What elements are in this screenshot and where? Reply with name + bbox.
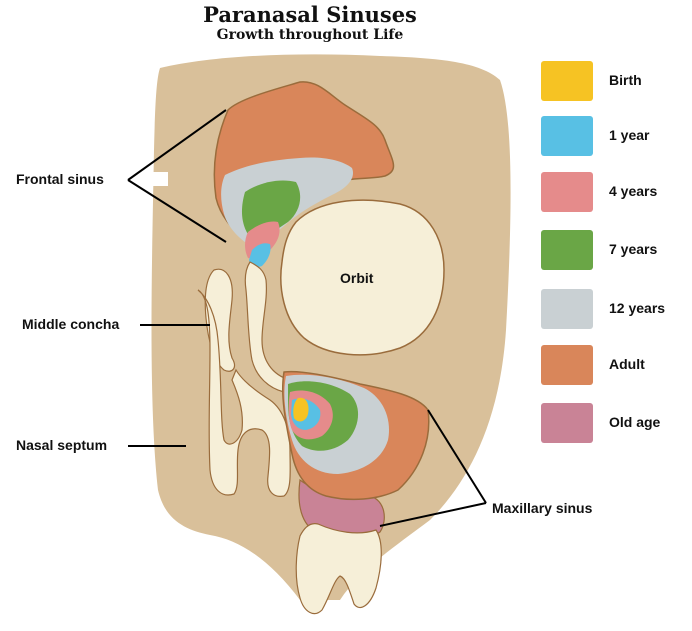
legend-label: Birth	[609, 72, 642, 88]
legend-swatch	[541, 172, 593, 212]
diagram-subtitle: Growth throughout Life	[216, 27, 404, 43]
label-middle-concha: Middle concha	[22, 316, 120, 332]
legend-swatch	[541, 116, 593, 156]
label-notch	[148, 172, 168, 186]
frontal-sinus-1-year	[249, 243, 271, 267]
leader-frontal-sinus-lower	[127, 179, 227, 243]
legend-label: 4 years	[609, 183, 658, 199]
legend-item-birth: Birth	[541, 61, 691, 105]
legend-swatch	[541, 345, 593, 385]
legend-swatch	[541, 230, 593, 270]
legend-item-4-years: 4 years	[541, 172, 691, 216]
legend-swatch	[541, 289, 593, 329]
legend-label: Old age	[609, 414, 661, 430]
label-frontal-sinus: Frontal sinus	[16, 171, 104, 187]
leader-maxillary-sinus-lower	[379, 502, 487, 527]
leader-frontal-sinus-upper	[127, 109, 227, 181]
legend-label: Adult	[609, 356, 645, 372]
legend-item-old-age: Old age	[541, 403, 691, 447]
legend-item-1-year: 1 year	[541, 116, 691, 160]
label-orbit: Orbit	[340, 270, 374, 286]
maxillary-sinus-birth	[293, 397, 309, 422]
legend-label: 7 years	[609, 241, 658, 257]
orbit-region	[280, 199, 445, 356]
legend-swatch	[541, 403, 593, 443]
diagram-title: Paranasal Sinuses	[203, 2, 417, 27]
legend-item-12-years: 12 years	[541, 289, 691, 333]
legend-item-7-years: 7 years	[541, 230, 691, 274]
label-maxillary-sinus: Maxillary sinus	[492, 500, 593, 516]
tooth	[295, 523, 382, 615]
leader-maxillary-sinus-upper	[427, 409, 487, 504]
legend-item-adult: Adult	[541, 345, 691, 389]
legend-label: 1 year	[609, 127, 650, 143]
legend-label: 12 years	[609, 300, 666, 316]
nasal-septum-cavity	[197, 289, 291, 497]
label-nasal-septum: Nasal septum	[16, 437, 108, 453]
legend-swatch	[541, 61, 593, 101]
